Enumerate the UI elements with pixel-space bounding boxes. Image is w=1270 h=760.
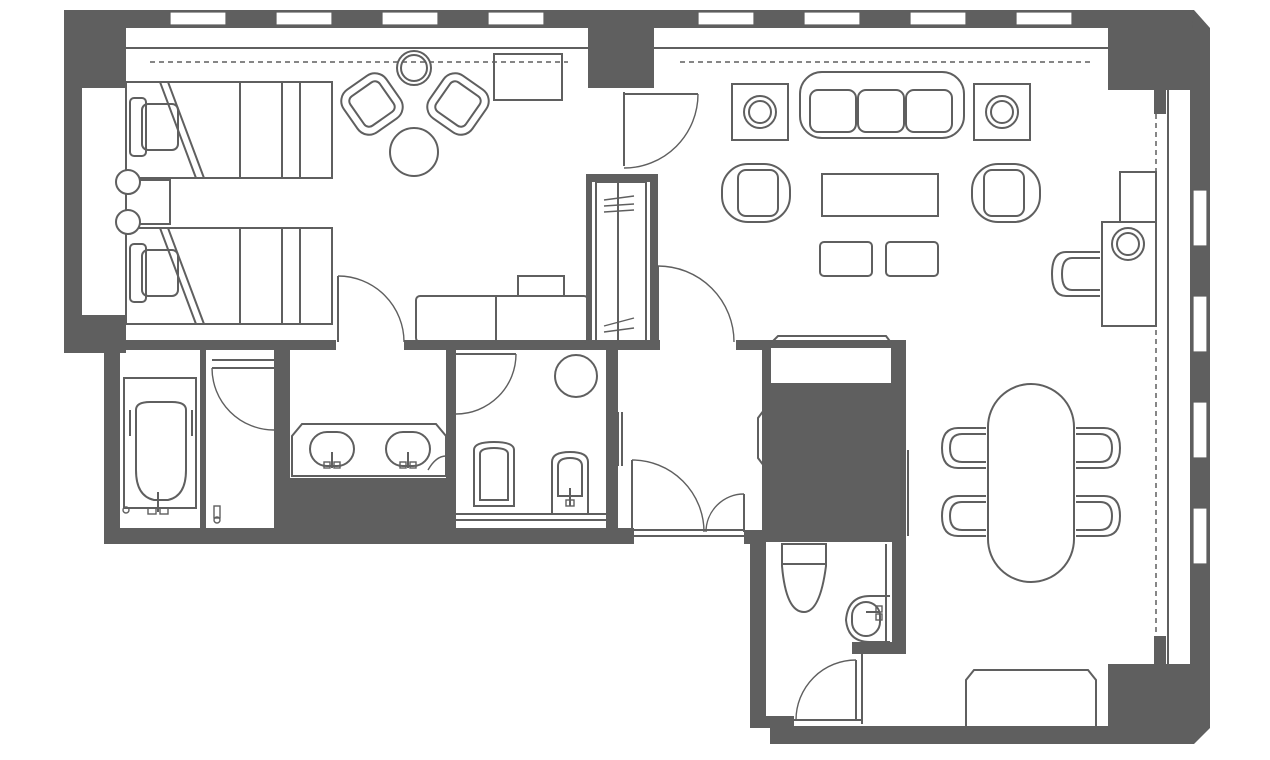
desk-icon bbox=[493, 53, 563, 101]
windows bbox=[169, 11, 1208, 565]
wall-tub-shower bbox=[200, 350, 206, 528]
toilet-bidet bbox=[455, 353, 606, 521]
core-right bbox=[892, 340, 906, 390]
window-icon bbox=[909, 11, 967, 26]
wall-guest-wc-left bbox=[750, 540, 766, 728]
console-icon bbox=[769, 335, 893, 385]
console-icon bbox=[965, 669, 1097, 726]
door-swing-icon bbox=[337, 275, 405, 343]
door-swing-icon bbox=[657, 265, 735, 343]
exterior-wall-right bbox=[1190, 28, 1210, 728]
door-swing-icon bbox=[623, 92, 699, 169]
ottoman-icon bbox=[885, 241, 939, 277]
core-left bbox=[762, 340, 770, 400]
wall-guest-wc-bottom bbox=[750, 716, 794, 728]
window-icon bbox=[1192, 189, 1208, 247]
walls bbox=[64, 10, 1210, 744]
window-icon bbox=[1192, 507, 1208, 565]
window-icon bbox=[803, 11, 861, 26]
wall-bedroom-bath bbox=[104, 340, 336, 350]
wardrobe-wall-left bbox=[586, 176, 592, 346]
wall-bath-left bbox=[104, 340, 120, 544]
sofa-icon bbox=[799, 71, 965, 139]
window-icon bbox=[275, 11, 333, 26]
exterior-corner-bottom-right bbox=[1108, 664, 1210, 744]
window-icon bbox=[1192, 401, 1208, 459]
bedroom bbox=[115, 50, 589, 343]
core-wall-top bbox=[762, 340, 906, 348]
dining-chair-icon bbox=[940, 495, 986, 537]
coffee-table-icon bbox=[821, 173, 939, 217]
desk-icon bbox=[1101, 171, 1157, 327]
window-icon bbox=[169, 11, 227, 26]
office-chair-icon bbox=[1050, 251, 1100, 297]
window-icon bbox=[1015, 11, 1073, 26]
entry-hall bbox=[617, 265, 745, 537]
toilet-icon bbox=[473, 440, 515, 507]
window-icon bbox=[697, 11, 755, 26]
door-swing-icon bbox=[211, 367, 275, 431]
dining-table-icon bbox=[987, 383, 1075, 583]
console-icon bbox=[757, 409, 803, 467]
armchair-icon bbox=[426, 72, 490, 136]
wall-bath-vanity bbox=[274, 350, 290, 528]
exterior-wall-bottom bbox=[770, 726, 1194, 744]
living-room bbox=[721, 71, 1157, 327]
double-vanity-icon bbox=[291, 423, 447, 477]
door-swing-icon bbox=[631, 459, 705, 533]
wall-wc-hall bbox=[606, 350, 618, 530]
column-right-top bbox=[1154, 88, 1166, 114]
bathroom-tub bbox=[122, 359, 275, 524]
curtain-tracks bbox=[126, 47, 1169, 664]
wall-bath-bottom bbox=[104, 528, 634, 544]
side-table-lamp-icon bbox=[973, 83, 1031, 141]
armchair-icon bbox=[340, 72, 404, 136]
armchair-icon bbox=[721, 163, 791, 223]
window-icon bbox=[1192, 295, 1208, 353]
wall-guest-wc-bottom-step bbox=[852, 642, 906, 654]
dining-chair-icon bbox=[1076, 495, 1122, 537]
single-bed-icon bbox=[125, 81, 333, 179]
window-icon bbox=[487, 11, 545, 26]
faucet bbox=[213, 505, 221, 519]
armchair-icon bbox=[971, 163, 1041, 223]
exterior-wall-right-top bbox=[1108, 28, 1192, 90]
toilet-icon bbox=[781, 543, 827, 614]
dining-chair-icon bbox=[940, 427, 986, 469]
ottoman-icon bbox=[819, 241, 873, 277]
bidet-icon bbox=[551, 450, 589, 515]
window-icon bbox=[381, 11, 439, 26]
round-table-icon bbox=[389, 50, 439, 177]
dining-area bbox=[940, 383, 1122, 583]
core-block bbox=[762, 384, 906, 542]
exterior-wall-left bbox=[64, 10, 126, 88]
center-pier bbox=[588, 10, 654, 88]
single-bed-icon bbox=[125, 227, 333, 325]
wall-hall-right bbox=[736, 340, 768, 350]
door-swing-icon bbox=[455, 353, 517, 415]
console-icon bbox=[415, 275, 589, 343]
wardrobe-wall-right bbox=[650, 176, 658, 346]
door-swing-icon bbox=[705, 493, 745, 533]
guest-toilet bbox=[781, 543, 890, 724]
round-table-icon bbox=[554, 354, 598, 398]
sink-icon bbox=[844, 595, 890, 643]
dining-chair-icon bbox=[1076, 427, 1122, 469]
side-table-lamp-icon bbox=[115, 169, 171, 235]
exterior-wall-left-lower bbox=[64, 88, 82, 353]
wall-vanity-block bbox=[290, 478, 456, 528]
door-swing-icon bbox=[795, 659, 857, 721]
wall-vanity-wc bbox=[446, 350, 456, 478]
wall-entry-bottom bbox=[744, 530, 766, 544]
wall-guest-wc-right bbox=[892, 540, 906, 654]
column-right-bottom bbox=[1154, 636, 1166, 664]
wardrobe-wall-top bbox=[586, 174, 658, 182]
wardrobe-icon bbox=[595, 181, 647, 343]
side-table-lamp-icon bbox=[731, 83, 789, 141]
bathtub-icon bbox=[122, 377, 197, 515]
wall-bedroom-vanity bbox=[404, 340, 660, 350]
